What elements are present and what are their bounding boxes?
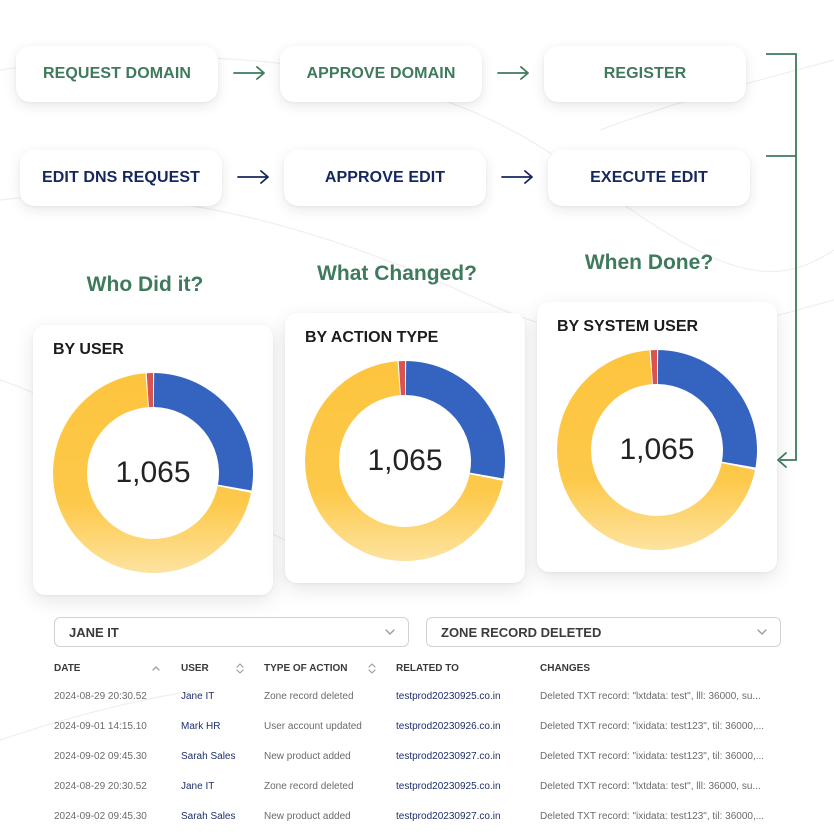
table-header: DATE USER TYPE OF ACTION RELATED TO CHAN… xyxy=(54,653,784,683)
donut-slice[interactable] xyxy=(657,350,757,468)
cell-date: 2024-08-29 20:30.52 xyxy=(54,691,147,702)
donut-chart xyxy=(305,361,505,561)
sort-icon[interactable] xyxy=(234,662,246,674)
edit-dns-request-step[interactable]: EDIT DNS REQUEST xyxy=(20,150,222,206)
card-by-user: BY USER 1,065 xyxy=(33,325,273,595)
step-label: REGISTER xyxy=(603,65,687,82)
heading-when: When Done? xyxy=(584,251,714,274)
select-value: ZONE RECORD DELETED xyxy=(441,624,602,640)
action-filter-select[interactable]: ZONE RECORD DELETED xyxy=(426,617,781,647)
donut-total: 1,065 xyxy=(367,444,443,477)
donut-slice[interactable] xyxy=(305,361,503,561)
approve-domain-step[interactable]: APPROVE DOMAIN xyxy=(280,46,482,102)
cell-date: 2024-08-29 20:30.52 xyxy=(54,781,147,792)
column-header-date[interactable]: DATE xyxy=(54,663,81,674)
cell-date: 2024-09-02 09:45.30 xyxy=(54,811,147,822)
cell-changes: Deleted TXT record: "ixidata: test123", … xyxy=(540,811,765,822)
cell-action: User account updated xyxy=(264,721,362,732)
card-title: BY ACTION TYPE xyxy=(305,329,439,346)
donut-slice[interactable] xyxy=(52,373,251,573)
column-header-changes[interactable]: CHANGES xyxy=(540,663,591,674)
column-header-related-to[interactable]: RELATED TO xyxy=(396,663,459,674)
cell-related-link[interactable]: testprod20230925.co.in xyxy=(396,781,501,792)
execute-edit-step[interactable]: EXECUTE EDIT xyxy=(548,150,750,206)
card-title: BY SYSTEM USER xyxy=(557,318,699,335)
card-title: BY USER xyxy=(53,341,124,358)
arrow-right-icon xyxy=(237,170,269,184)
cell-related-link[interactable]: testprod20230927.co.in xyxy=(396,751,501,762)
register-step[interactable]: REGISTER xyxy=(544,46,746,102)
arrow-right-icon xyxy=(497,66,529,80)
donut-slice[interactable] xyxy=(153,373,253,491)
cell-related-link[interactable]: testprod20230925.co.in xyxy=(396,691,501,702)
chevron-down-icon xyxy=(385,629,395,635)
request-domain-step[interactable]: REQUEST DOMAIN xyxy=(16,46,218,102)
donut-slice[interactable] xyxy=(405,361,505,479)
step-label: EXECUTE EDIT xyxy=(590,169,708,186)
table-row[interactable]: 2024-08-29 20:30.52 Jane IT Zone record … xyxy=(54,683,784,713)
cell-changes: Deleted TXT record: "ixidata: test123", … xyxy=(540,751,765,762)
step-label: EDIT DNS REQUEST xyxy=(41,169,201,186)
sort-up-icon[interactable] xyxy=(150,662,162,674)
heading-who: Who Did it? xyxy=(86,273,204,296)
column-header-user[interactable]: USER xyxy=(181,663,209,674)
step-label: REQUEST DOMAIN xyxy=(42,65,192,82)
select-value: JANE IT xyxy=(69,624,119,640)
card-by-action-type: BY ACTION TYPE 1,065 xyxy=(285,313,525,583)
step-label: APPROVE DOMAIN xyxy=(306,65,456,82)
donut-slice[interactable] xyxy=(398,361,405,396)
cell-user[interactable]: Sarah Sales xyxy=(181,811,236,822)
column-header-type-of-action[interactable]: TYPE OF ACTION xyxy=(264,663,348,674)
heading-what: What Changed? xyxy=(317,262,477,285)
arrow-left-icon xyxy=(777,452,787,468)
cell-action: Zone record deleted xyxy=(264,691,354,702)
donut-total: 1,065 xyxy=(619,433,695,466)
cell-related-link[interactable]: testprod20230927.co.in xyxy=(396,811,501,822)
table-row[interactable]: 2024-09-02 09:45.30 Sarah Sales New prod… xyxy=(54,743,784,773)
cell-user[interactable]: Jane IT xyxy=(181,781,215,792)
approve-edit-step[interactable]: APPROVE EDIT xyxy=(284,150,486,206)
arrow-right-icon xyxy=(233,66,265,80)
cell-user[interactable]: Sarah Sales xyxy=(181,751,236,762)
donut-total: 1,065 xyxy=(115,456,191,489)
user-filter-select[interactable]: JANE IT xyxy=(54,617,409,647)
cell-date: 2024-09-01 14:15.10 xyxy=(54,721,147,732)
donut-chart xyxy=(52,373,253,573)
table-row[interactable]: 2024-09-01 14:15.10 Mark HR User account… xyxy=(54,713,784,743)
chevron-down-icon xyxy=(757,629,767,635)
cell-date: 2024-09-02 09:45.30 xyxy=(54,751,147,762)
card-by-system-user: BY SYSTEM USER 1,065 xyxy=(537,302,777,572)
arrow-right-icon xyxy=(501,170,533,184)
cell-action: New product added xyxy=(264,811,351,822)
donut-slice[interactable] xyxy=(557,350,755,550)
cell-changes: Deleted TXT record: "lxtdata: test", lll… xyxy=(540,781,761,792)
cell-action: New product added xyxy=(264,751,351,762)
step-label: APPROVE EDIT xyxy=(324,169,446,186)
sort-icon[interactable] xyxy=(366,662,378,674)
donut-slice[interactable] xyxy=(146,373,153,408)
cell-user[interactable]: Mark HR xyxy=(181,721,221,732)
donut-slice[interactable] xyxy=(650,350,657,385)
donut-chart xyxy=(557,350,757,550)
table-row[interactable]: 2024-08-29 20:30.52 Jane IT Zone record … xyxy=(54,773,784,803)
table-row[interactable]: 2024-09-02 09:45.30 Sarah Sales New prod… xyxy=(54,803,784,833)
cell-changes: Deleted TXT record: "lxtdata: test", lll… xyxy=(540,691,761,702)
cell-user[interactable]: Jane IT xyxy=(181,691,215,702)
cell-action: Zone record deleted xyxy=(264,781,354,792)
bracket-connector xyxy=(766,53,797,468)
cell-changes: Deleted TXT record: "ixidata: test123", … xyxy=(540,721,765,732)
cell-related-link[interactable]: testprod20230926.co.in xyxy=(396,721,501,732)
